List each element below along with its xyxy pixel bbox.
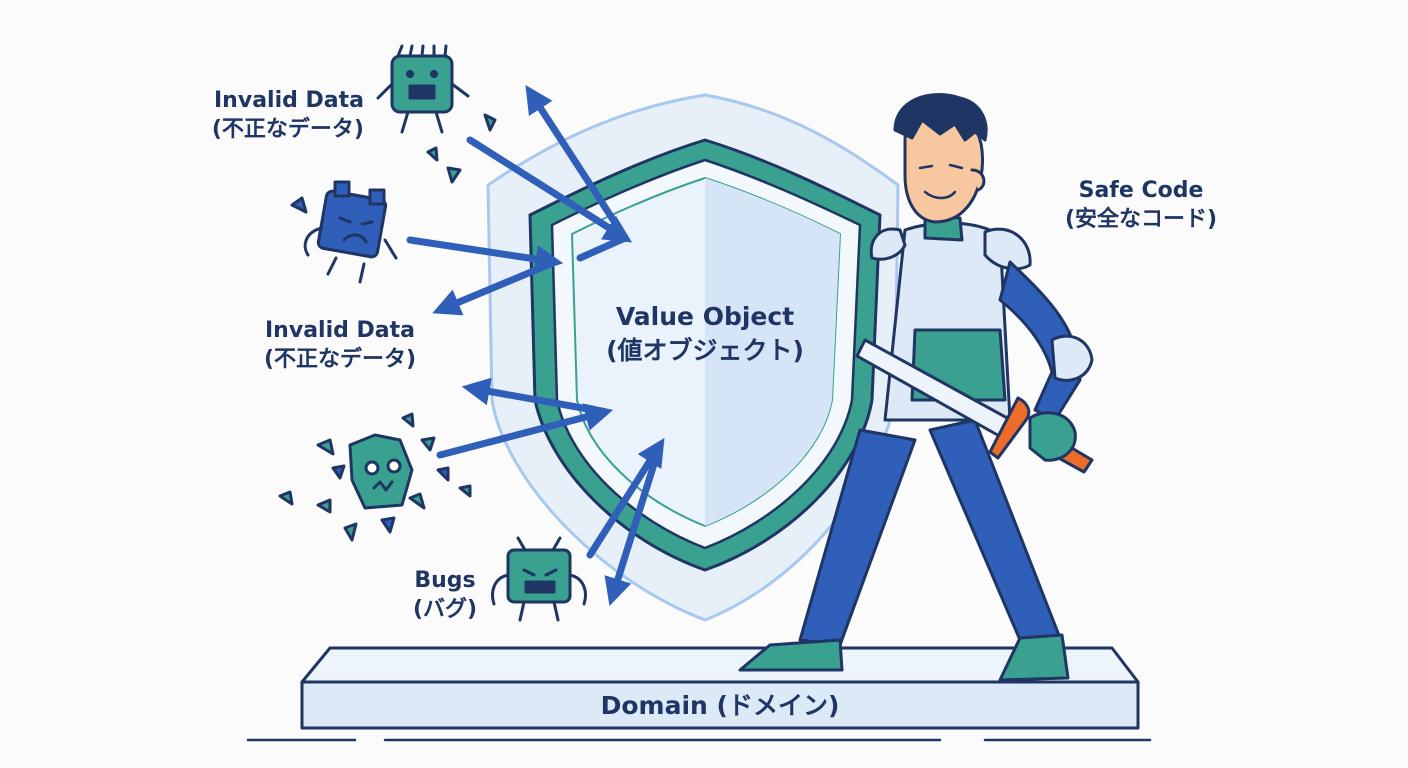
- label-safe-code-ja: (安全なコード): [1064, 207, 1218, 232]
- label-invalid-data-middle: Invalid Data (不正なデータ): [240, 316, 440, 374]
- label-value-object-ja: (値オブジェクト): [606, 336, 804, 365]
- label-invalid-data-top-ja: (不正なデータ): [211, 117, 364, 142]
- label-invalid-data-top-en: Invalid Data: [214, 88, 364, 113]
- label-bugs-ja: (バグ): [412, 597, 478, 622]
- label-safe-code: Safe Code (安全なコード): [1040, 176, 1242, 234]
- monster-bug: [491, 536, 587, 622]
- deflection-arrows: [406, 84, 665, 607]
- monster-invalid-data-middle: [290, 180, 398, 284]
- hero-knight: [738, 93, 1094, 682]
- label-value-object: Value Object (値オブジェクト): [590, 300, 820, 368]
- label-bugs: Bugs (バグ): [396, 566, 494, 624]
- monster-invalid-data-top: [376, 44, 497, 184]
- label-safe-code-en: Safe Code: [1078, 178, 1204, 203]
- label-invalid-data-middle-en: Invalid Data: [265, 318, 415, 343]
- label-value-object-en: Value Object: [615, 302, 795, 331]
- shield: [486, 93, 900, 622]
- label-domain: Domain (ドメイン): [600, 691, 840, 720]
- label-invalid-data-middle-ja: (不正なデータ): [263, 347, 417, 372]
- domain-platform: [300, 646, 1140, 730]
- monster-invalid-data-bottom: [278, 412, 472, 542]
- label-invalid-data-top: Invalid Data (不正なデータ): [168, 86, 364, 144]
- label-bugs-en: Bugs: [414, 568, 476, 593]
